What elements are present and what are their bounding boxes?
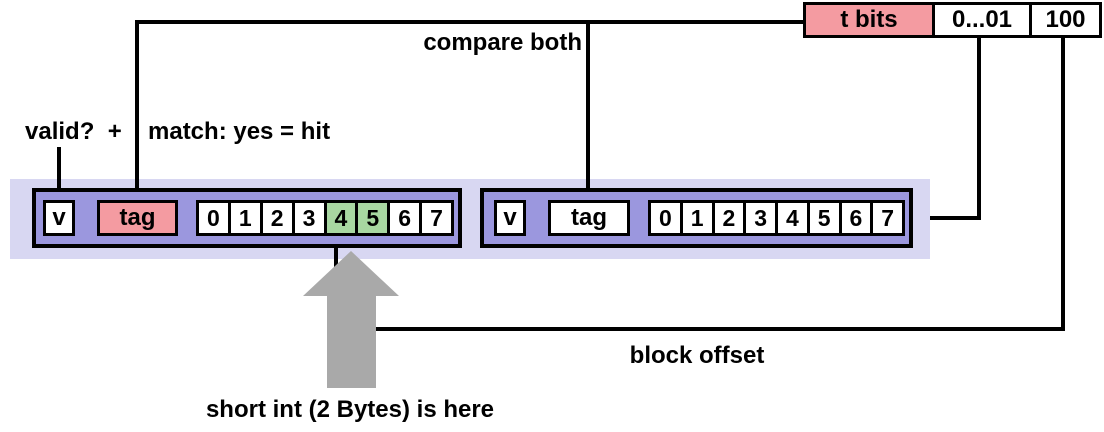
byte-cell: 0 (651, 203, 680, 233)
tag-box-1: tag (97, 200, 178, 236)
byte-cell: 6 (838, 203, 871, 233)
byte-cell: 6 (387, 203, 420, 233)
byte-cell: 1 (679, 203, 712, 233)
byte-cell-highlighted: 5 (355, 203, 388, 233)
short-int-label: short int (2 Bytes) is here (205, 396, 495, 423)
address-field-block-offset: 100 (1029, 5, 1099, 35)
tag-label-1: tag (119, 204, 156, 231)
valid-bit-label-2: v (503, 204, 517, 231)
byte-cell: 3 (291, 203, 324, 233)
match-hit-label: match: yes = hit (148, 118, 331, 145)
valid-pointer-line (57, 147, 61, 204)
valid-bit-label-1: v (52, 204, 66, 231)
byte-cell: 0 (199, 203, 228, 233)
tag1-compare-line (135, 20, 139, 204)
byte-cell: 3 (743, 203, 775, 233)
address-field-set-index: 0...01 (932, 5, 1029, 35)
tag-box-2: tag (548, 200, 630, 236)
set-index-hline (930, 216, 981, 220)
byte-cell: 2 (259, 203, 292, 233)
byte-cell: 1 (227, 203, 260, 233)
block-offset-hline (336, 327, 1065, 331)
gray-up-arrow-shape (303, 251, 399, 388)
valid-label: valid? + (25, 118, 122, 145)
byte-cell-highlighted: 4 (323, 203, 356, 233)
byte-cell: 2 (711, 203, 744, 233)
set-index-vline (977, 36, 981, 220)
address-field-tag-bits: t bits (806, 5, 932, 35)
compare-both-label: compare both (423, 29, 582, 56)
tag-label-2: tag (571, 204, 607, 231)
valid-bit-box-1: v (43, 200, 75, 236)
byte-cell: 7 (419, 203, 451, 233)
tag2-compare-line (586, 20, 590, 204)
byte-cell: 5 (806, 203, 839, 233)
byte4-pointer-line (334, 240, 338, 331)
byte-cell: 4 (775, 203, 807, 233)
block-offset-label: block offset (629, 342, 765, 369)
byte-cell: 7 (870, 203, 902, 233)
valid-bit-box-2: v (494, 200, 526, 236)
byte-row-2: 0 1 2 3 4 5 6 7 (648, 200, 905, 236)
address-box: t bits 0...01 100 (803, 2, 1102, 38)
compare-top-line (135, 20, 805, 24)
byte-row-1: 0 1 2 3 4 5 6 7 (196, 200, 454, 236)
block-offset-vline (1061, 36, 1065, 331)
